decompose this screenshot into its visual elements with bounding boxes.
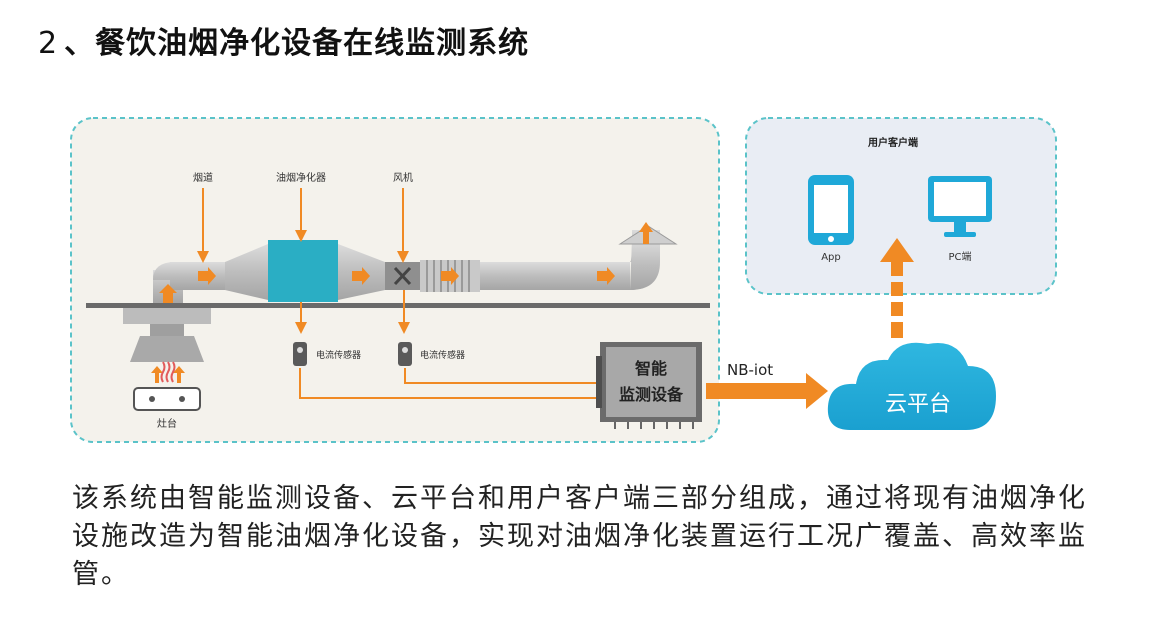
- app-label: App: [821, 252, 841, 263]
- device-label-line1: 智能: [635, 359, 667, 378]
- stove-label: 灶台: [157, 417, 177, 430]
- page-title: 2、餐饮油烟净化设备在线监测系统: [38, 18, 529, 62]
- sensor1-label: 电流传感器: [316, 349, 361, 361]
- flow-arrows: [159, 267, 615, 303]
- monitor-icon: [928, 176, 992, 237]
- purifier-label: 油烟净化器: [276, 171, 326, 184]
- label-pointers: [197, 188, 409, 263]
- device-label-line2: 监测设备: [619, 385, 684, 404]
- nbiot-arrow: [706, 373, 828, 409]
- phone-icon: [808, 175, 854, 245]
- upload-arrow: [880, 238, 914, 338]
- client-panel: [745, 117, 1057, 295]
- monitoring-device: [596, 342, 702, 429]
- fan-label: 风机: [393, 171, 413, 184]
- current-sensor-1: [293, 342, 307, 366]
- range-hood: [123, 308, 211, 362]
- cloud-label: 云平台: [885, 392, 951, 417]
- flue-label: 烟道: [193, 171, 213, 184]
- sensor-lines: [295, 290, 596, 399]
- floor-line: [86, 303, 710, 308]
- title-number: 2: [38, 26, 59, 61]
- title-text: 、餐饮油烟净化设备在线监测系统: [64, 26, 530, 61]
- current-sensor-2: [398, 342, 412, 366]
- pc-label: PC端: [948, 250, 971, 263]
- stove: [133, 361, 201, 411]
- client-title: 用户客户端: [867, 136, 918, 149]
- description-text: 该系统由智能监测设备、云平台和用户客户端三部分组成，通过将现有油烟净化设施改造为…: [72, 483, 1087, 590]
- cloud-platform: [827, 342, 996, 430]
- nbiot-label: NB-iot: [727, 361, 773, 379]
- sensor2-label: 电流传感器: [420, 349, 465, 361]
